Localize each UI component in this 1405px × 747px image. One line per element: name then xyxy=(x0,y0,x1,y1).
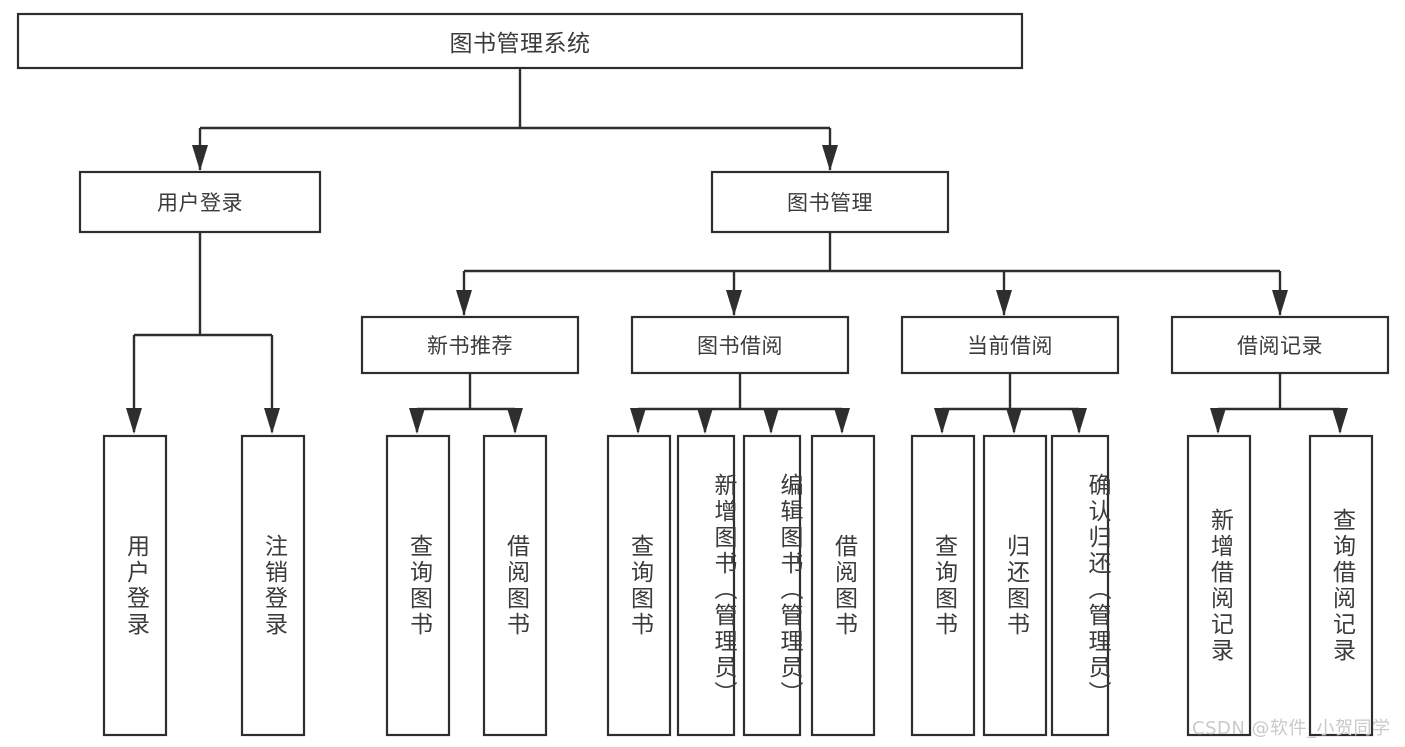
node-box-return-book-action[interactable] xyxy=(982,434,1048,737)
node-box-query-borrow-record[interactable] xyxy=(1308,434,1374,737)
arrow-head-user-login-leaf-0 xyxy=(126,408,142,434)
arrow-head-group-0-leaf-1 xyxy=(507,408,523,434)
node-box-user-login-action[interactable] xyxy=(102,434,168,737)
node-box-query-books-current[interactable] xyxy=(910,434,976,737)
arrow-head-group-2-leaf-1 xyxy=(1006,408,1022,434)
arrow-head-level3-1 xyxy=(726,290,742,316)
node-box-logout-action[interactable] xyxy=(240,434,306,737)
arrow-head-level2-1 xyxy=(822,145,838,171)
node-box-new-book-recommend[interactable] xyxy=(360,315,580,375)
node-box-borrow-book-action[interactable] xyxy=(810,434,876,737)
connectors-group xyxy=(126,68,1348,434)
arrow-head-group-1-leaf-2 xyxy=(763,408,779,434)
arrow-head-level3-3 xyxy=(1272,290,1288,316)
arrow-head-user-login-leaf-1 xyxy=(264,408,280,434)
node-box-edit-book-admin[interactable] xyxy=(742,434,802,737)
arrow-head-group-2-leaf-2 xyxy=(1071,408,1087,434)
arrow-head-level2-0 xyxy=(192,145,208,171)
node-box-borrow-record[interactable] xyxy=(1170,315,1390,375)
node-box-add-borrow-record[interactable] xyxy=(1186,434,1252,737)
arrow-head-group-2-leaf-0 xyxy=(934,408,950,434)
arrow-head-group-3-leaf-0 xyxy=(1210,408,1226,434)
node-box-add-book-admin[interactable] xyxy=(676,434,736,737)
arrow-head-level3-2 xyxy=(996,290,1012,316)
node-box-confirm-return-admin[interactable] xyxy=(1050,434,1110,737)
node-box-query-books-borrow[interactable] xyxy=(606,434,672,737)
arrow-head-group-0-leaf-0 xyxy=(409,408,425,434)
node-box-user-login[interactable] xyxy=(78,170,322,234)
arrow-head-level3-0 xyxy=(456,290,472,316)
node-box-current-borrow[interactable] xyxy=(900,315,1120,375)
node-box-query-books-recommend[interactable] xyxy=(385,434,451,737)
arrow-head-group-3-leaf-1 xyxy=(1332,408,1348,434)
node-box-borrow-books-recommend[interactable] xyxy=(482,434,548,737)
arrow-head-group-1-leaf-1 xyxy=(697,408,713,434)
node-box-book-management[interactable] xyxy=(710,170,950,234)
node-box-book-borrow[interactable] xyxy=(630,315,850,375)
node-title-box[interactable] xyxy=(16,12,1024,70)
arrow-head-group-1-leaf-3 xyxy=(834,408,850,434)
arrow-head-group-1-leaf-0 xyxy=(630,408,646,434)
boxes-group xyxy=(16,12,1390,737)
